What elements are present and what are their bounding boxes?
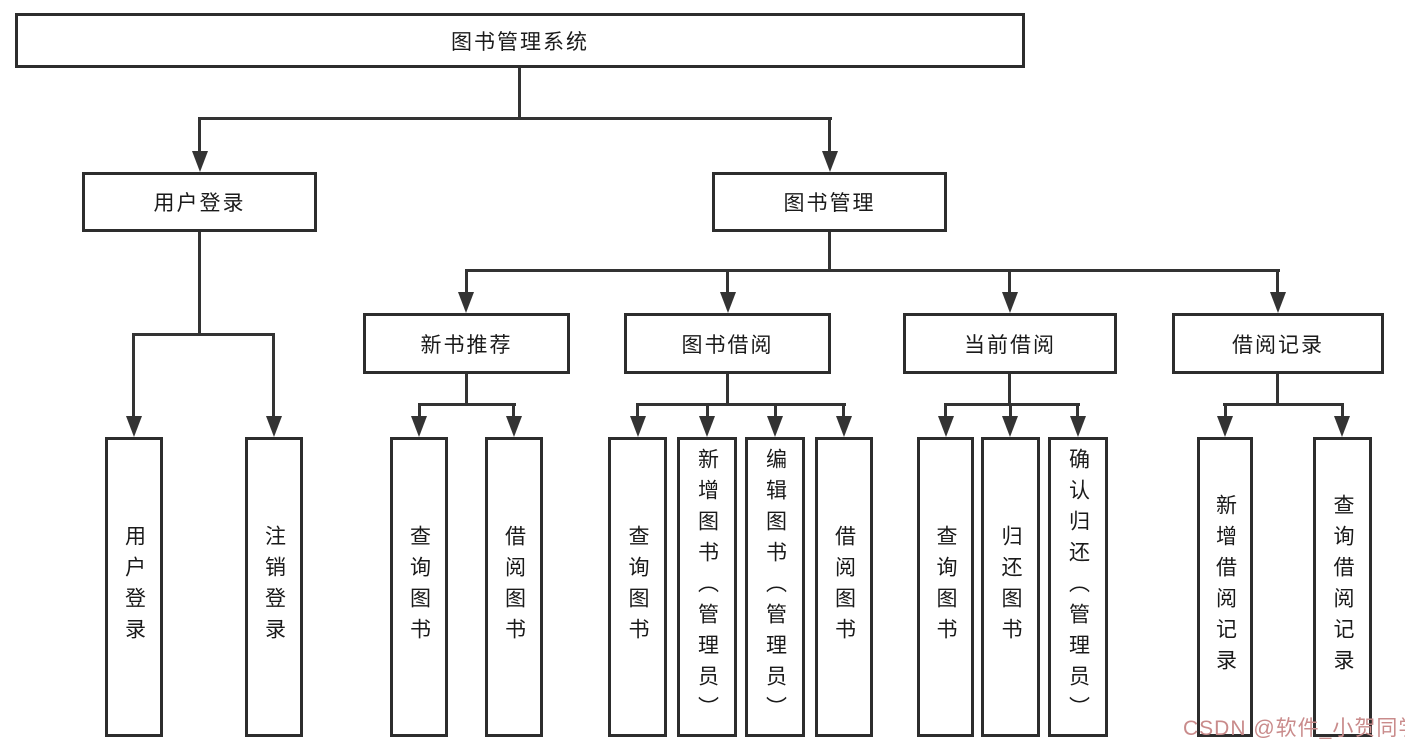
- arrowhead: [822, 151, 838, 172]
- arrowhead: [836, 416, 852, 437]
- connector-bookmgmt-v: [828, 229, 831, 272]
- connector-stub: [636, 403, 639, 419]
- leaf-newbook-borrow-label: 借阅图书: [502, 525, 526, 649]
- node-current-borrow-label: 当前借阅: [964, 333, 1056, 357]
- connector-root-v: [518, 66, 521, 118]
- connector-stub: [1224, 403, 1227, 419]
- leaf-newbook-borrow: 借阅图书: [485, 437, 543, 737]
- connector-stub: [944, 403, 947, 419]
- connector-stub: [774, 403, 777, 419]
- arrowhead: [767, 416, 783, 437]
- node-new-book-recommend-label: 新书推荐: [420, 333, 513, 357]
- connector-group-v: [1008, 371, 1011, 406]
- leaf-record-query-label: 查询借阅记录: [1331, 494, 1354, 680]
- connector-userlogin-v: [198, 229, 201, 336]
- leaf-logout-label: 注销登录: [262, 525, 286, 649]
- connector-stub: [828, 117, 831, 157]
- node-book-management-label: 图书管理: [783, 192, 876, 215]
- connector-userlogin-h: [132, 333, 275, 336]
- node-root: 图书管理系统: [15, 13, 1025, 68]
- node-book-borrow: 图书借阅: [624, 313, 831, 374]
- node-root-label: 图书管理系统: [451, 30, 589, 54]
- arrowhead: [506, 416, 522, 437]
- leaf-newbook-query: 查询图书: [390, 437, 448, 737]
- arrowhead: [1270, 292, 1286, 313]
- leaf-current-query: 查询图书: [917, 437, 974, 737]
- leaf-record-add: 新增借阅记录: [1197, 437, 1253, 737]
- arrowhead: [1334, 416, 1350, 437]
- node-user-login: 用户登录: [82, 172, 317, 232]
- connector-group-v: [726, 371, 729, 406]
- connector-group-v: [465, 371, 468, 406]
- arrowhead: [1002, 416, 1018, 437]
- node-book-borrow-label: 图书借阅: [681, 333, 774, 357]
- watermark: CSDN @软件_小贺同学: [1183, 717, 1405, 740]
- leaf-borrow-borrow-label: 借阅图书: [832, 525, 856, 649]
- leaf-current-confirm-admin: 确认归还（管理员）: [1048, 437, 1108, 737]
- arrowhead: [411, 416, 427, 437]
- arrowhead: [192, 151, 208, 172]
- connector-stub: [418, 403, 421, 419]
- connector-group-h: [944, 403, 1080, 406]
- connector-group-v: [1276, 371, 1279, 406]
- connector-stub: [1276, 269, 1279, 295]
- connector-stub: [1076, 403, 1079, 419]
- arrowhead: [1217, 416, 1233, 437]
- connector-stub: [198, 117, 201, 157]
- arrowhead: [938, 416, 954, 437]
- leaf-newbook-query-label: 查询图书: [407, 525, 431, 649]
- arrowhead: [720, 292, 736, 313]
- leaf-borrow-borrow: 借阅图书: [815, 437, 873, 737]
- connector-level3-h: [465, 269, 1280, 272]
- connector-group-h: [636, 403, 846, 406]
- arrowhead: [630, 416, 646, 437]
- leaf-current-confirm-admin-label: 确认归还（管理员）: [1066, 447, 1090, 727]
- leaf-current-return-label: 归还图书: [999, 525, 1022, 649]
- connector-group-h: [418, 403, 516, 406]
- node-new-book-recommend: 新书推荐: [363, 313, 570, 374]
- leaf-borrow-add-admin-label: 新增图书（管理员）: [695, 447, 719, 727]
- leaf-record-add-label: 新增借阅记录: [1213, 494, 1237, 680]
- connector-stub: [1008, 269, 1011, 295]
- leaf-user-login-label: 用户登录: [122, 525, 146, 649]
- arrowhead: [1002, 292, 1018, 313]
- arrowhead: [266, 416, 282, 437]
- node-user-login-label: 用户登录: [153, 192, 246, 215]
- arrowhead: [126, 416, 142, 437]
- connector-stub: [465, 269, 468, 295]
- connector-stub: [706, 403, 709, 419]
- leaf-borrow-query: 查询图书: [608, 437, 667, 737]
- leaf-current-return: 归还图书: [981, 437, 1040, 737]
- connector-stub: [132, 333, 135, 420]
- connector-stub: [726, 269, 729, 295]
- leaf-record-query: 查询借阅记录: [1313, 437, 1372, 737]
- connector-stub: [842, 403, 845, 419]
- arrowhead: [458, 292, 474, 313]
- leaf-current-query-label: 查询图书: [934, 525, 957, 649]
- leaf-borrow-add-admin: 新增图书（管理员）: [677, 437, 737, 737]
- arrowhead: [1070, 416, 1086, 437]
- node-current-borrow: 当前借阅: [903, 313, 1117, 374]
- connector-group-h: [1223, 403, 1344, 406]
- node-book-management: 图书管理: [712, 172, 947, 232]
- arrowhead: [699, 416, 715, 437]
- connector-stub: [272, 333, 275, 420]
- connector-level1-h: [198, 117, 832, 120]
- leaf-borrow-edit-admin-label: 编辑图书（管理员）: [763, 447, 787, 727]
- leaf-logout: 注销登录: [245, 437, 303, 737]
- node-borrow-record-label: 借阅记录: [1232, 333, 1324, 357]
- connector-stub: [512, 403, 515, 419]
- leaf-borrow-query-label: 查询图书: [626, 525, 649, 649]
- connector-stub: [1341, 403, 1344, 419]
- leaf-user-login: 用户登录: [105, 437, 163, 737]
- leaf-borrow-edit-admin: 编辑图书（管理员）: [745, 437, 805, 737]
- connector-stub: [1009, 403, 1012, 419]
- node-borrow-record: 借阅记录: [1172, 313, 1384, 374]
